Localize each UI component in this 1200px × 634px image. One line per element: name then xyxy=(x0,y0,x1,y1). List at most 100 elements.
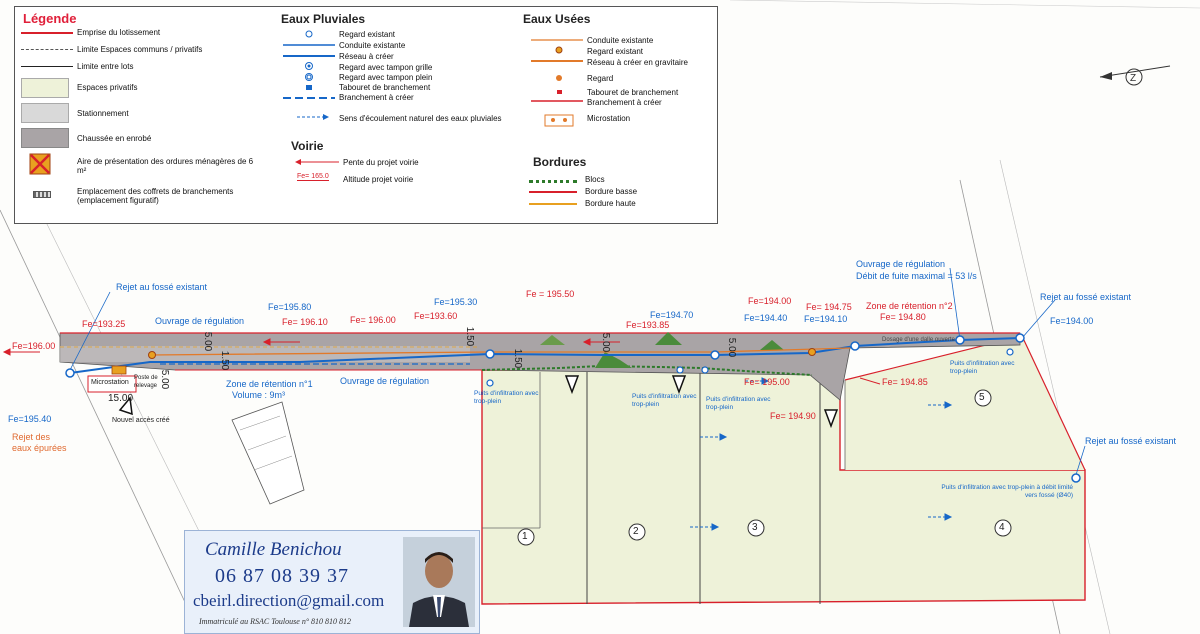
zone-retention-label: Zone de rétention n°2 xyxy=(866,301,953,311)
legend-item: Espaces privatifs xyxy=(77,83,138,92)
dimension-label: 5.00 xyxy=(600,332,612,353)
lot-number-1: 1 xyxy=(522,531,528,542)
legend-section-title: Voirie xyxy=(291,139,324,153)
legend-item: Limite Espaces communs / privatifs xyxy=(77,45,203,54)
legend-panel: Légende Emprise du lotissement Limite Es… xyxy=(14,6,718,224)
altitude-label: Fe= 194.90 xyxy=(770,411,816,421)
contact-email[interactable]: cbeirl.direction@gmail.com xyxy=(193,591,385,610)
altitude-label: Fe= 194.75 xyxy=(806,302,852,312)
triangle-marker-icon xyxy=(118,396,133,416)
dimension-label: 1.50 xyxy=(512,348,524,369)
coffrets-icon xyxy=(33,191,51,198)
swatch-limite-communs xyxy=(21,49,73,50)
altitude-label: Fe=195.40 xyxy=(8,414,52,424)
legend-item: Tabouret de branchement xyxy=(587,88,679,97)
altitude-label: Fe=195.30 xyxy=(434,297,478,307)
ouvrage-label: Ouvrage de régulation xyxy=(856,259,946,269)
altitude-label: Fe=193.25 xyxy=(82,319,126,329)
regard-icon xyxy=(808,348,816,356)
dimension-label: 1.50 xyxy=(219,350,231,371)
altitude-label: Fe= 194.85 xyxy=(882,377,928,387)
contact-card: Camille Benichou 06 87 08 39 37 cbeirl.d… xyxy=(184,530,480,634)
legend-item: Microstation xyxy=(587,114,631,123)
legend-item: Branchement à créer xyxy=(587,98,662,107)
dimension-label: 5.00 xyxy=(202,331,214,352)
dimension-label: 1.50 xyxy=(464,326,476,347)
altitude-label: Fe=195.80 xyxy=(268,302,312,312)
legend-item: Regard xyxy=(587,74,614,83)
regard-icon xyxy=(148,351,156,359)
poste-label: Poste de relevage xyxy=(134,375,158,389)
altitude-label: Fe=193.60 xyxy=(414,311,458,321)
altitude-label: Fe = 195.50 xyxy=(526,289,575,299)
ouvrage-label: Ouvrage de régulation xyxy=(155,316,245,326)
eaux-pluviales-symbols xyxy=(283,30,335,99)
legend-item: Regard avec tampon plein xyxy=(339,73,433,82)
pente-arrow-icon xyxy=(2,338,881,385)
reseau-pluvial xyxy=(69,337,1021,374)
legend-title: Légende xyxy=(23,11,77,26)
swatch-bordure-haute xyxy=(529,203,577,205)
legend-item: Blocs xyxy=(585,175,605,184)
avatar xyxy=(403,537,475,627)
rejet-eaux-label: Rejet des eaux épurées xyxy=(12,432,67,453)
legend-item: Conduite existante xyxy=(339,41,406,50)
north-arrow-icon: Z xyxy=(1099,65,1171,86)
rejet-label: Rejet au fossé existant xyxy=(1085,436,1177,446)
flow-arrow-icon xyxy=(690,377,953,531)
regard-icon xyxy=(1015,333,1025,343)
rejet-label: Rejet au fossé existant xyxy=(116,282,208,292)
legend-section-title: Eaux Usées xyxy=(523,12,591,26)
altitude-label: Fe= 196.00 xyxy=(350,315,396,325)
altitude-label: Fe=194.70 xyxy=(650,310,694,320)
reseau-eaux-usees xyxy=(149,347,851,356)
altitude-label: Fe=194.00 xyxy=(748,296,792,306)
legend-item: Conduite existante xyxy=(587,36,654,45)
lot-number-2: 2 xyxy=(633,526,639,537)
puits-label: Puits d'infiltration avec trop-plein xyxy=(950,360,1015,375)
altitude-label: Fe=196.00 xyxy=(12,341,56,351)
regard-icon xyxy=(850,341,860,351)
contact-phone[interactable]: 06 87 08 39 37 xyxy=(215,565,349,587)
contact-rsac: Immatriculé au RSAC Toulouse n° 810 810 … xyxy=(199,617,352,626)
swatch-chaussee xyxy=(21,128,69,148)
lot-number-4: 4 xyxy=(999,522,1005,533)
puits-label: Puits d'infiltration avec trop-plein xyxy=(632,393,697,408)
legend-item: Limite entre lots xyxy=(77,62,134,71)
site-boundary-line xyxy=(0,209,201,634)
legend-item: Emprise du lotissement xyxy=(77,28,161,37)
altitude-label: Fe=194.10 xyxy=(804,314,848,324)
existing-house xyxy=(231,401,305,505)
altitude-label: Fe=194.00 xyxy=(1050,316,1094,326)
legend-item: Chaussée en enrobé xyxy=(77,134,152,143)
swatch-emprise xyxy=(21,32,73,34)
lot-number-5: 5 xyxy=(979,392,985,403)
swatch-bordure-basse xyxy=(529,191,577,193)
legend-item: Altitude projet voirie xyxy=(343,175,414,184)
microstation-box xyxy=(87,375,137,393)
altitude-label: Fe= 195.00 xyxy=(744,377,790,387)
legend-item: Réseau à créer xyxy=(339,52,394,61)
legend-item: Tabouret de branchement xyxy=(339,83,431,92)
regard-icon xyxy=(65,368,75,378)
altitude-label: Fe=193.85 xyxy=(626,320,670,330)
legend-item: Aire de présentation des ordures ménagèr… xyxy=(77,157,254,175)
dimension-label: 5.00 xyxy=(726,337,738,358)
triangle-marker-icon xyxy=(671,375,687,395)
triangle-marker-icon xyxy=(564,375,580,395)
legend-item: Regard existant xyxy=(587,47,644,56)
legend-item: Regard existant xyxy=(339,30,396,39)
lot-5-area xyxy=(845,336,1085,470)
rejet-label: Rejet au fossé existant xyxy=(1040,292,1132,302)
zone-retention-label: Zone de rétention n°1 xyxy=(226,379,313,389)
regard-icon xyxy=(485,349,495,359)
legend-section-title: Bordures xyxy=(533,155,587,169)
svg-text:Z: Z xyxy=(1130,73,1136,84)
altitude-label: Fe=194.40 xyxy=(744,313,788,323)
swatch-blocs xyxy=(529,180,577,183)
altitude-label: Fe= 194.80 xyxy=(880,312,926,322)
dimension-label: 15.00 xyxy=(108,393,134,404)
swatch-limite-lots xyxy=(21,66,73,67)
legend-item: Stationnement xyxy=(77,109,129,118)
